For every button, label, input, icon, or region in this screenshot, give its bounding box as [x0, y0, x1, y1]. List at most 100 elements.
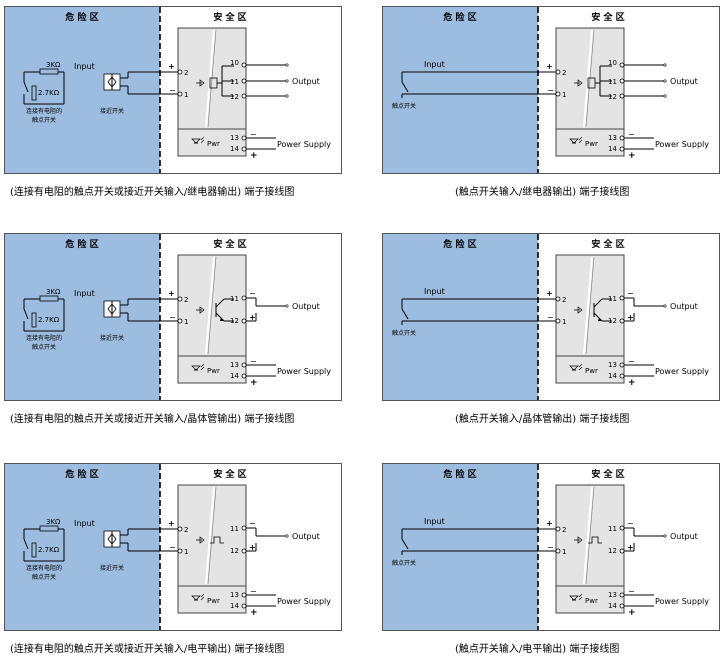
- terminal-10: [241, 62, 247, 68]
- pulse-level-icon: [588, 536, 602, 544]
- power-plus: +: [250, 378, 258, 388]
- terminal-14: [241, 146, 247, 152]
- hazard-zone: [383, 464, 538, 630]
- led-diode: [569, 595, 579, 601]
- contact-switch-label: 触点开关: [392, 559, 416, 567]
- terminal-14: [619, 146, 625, 152]
- terminal-12: [619, 548, 625, 554]
- terminal-11: [619, 295, 625, 301]
- hazard-zone-title: 危 险 区: [64, 11, 98, 23]
- switch-contact: [23, 538, 29, 550]
- input-plus: +: [546, 62, 553, 71]
- output-plus: +: [627, 313, 634, 322]
- wiring-diagram-svg: 危 险 区安 全 区Pwr1314−+Power Supply21+−Input…: [382, 6, 720, 174]
- contact-with-resistor-label-2: 触点开关: [32, 343, 56, 351]
- input-plus: +: [168, 62, 175, 71]
- switch-contact: [401, 538, 409, 550]
- led-diode: [191, 365, 201, 371]
- wire-end-11: [285, 79, 289, 83]
- input-minus: −: [547, 543, 554, 552]
- terminal-12-label: 12: [608, 317, 617, 325]
- output-minus: −: [249, 519, 256, 528]
- terminal-11-label: 11: [230, 78, 239, 86]
- terminal-11: [619, 78, 625, 84]
- output-plus: +: [249, 543, 256, 552]
- terminal-12-label: 12: [230, 547, 239, 555]
- panel-caption-1: (连接有电阻的触点开关或接近开关输入/继电器输出) 端子接线图: [10, 187, 295, 198]
- transistor-collector: [215, 298, 225, 308]
- terminal-13: [619, 362, 625, 368]
- resistor-2k7: [31, 85, 37, 101]
- terminal-1-label: 1: [184, 548, 188, 556]
- terminal-1: [555, 318, 561, 324]
- terminal-2-label: 2: [562, 69, 566, 77]
- output-minus: −: [627, 519, 634, 528]
- resistor-2k7: [31, 542, 37, 558]
- terminal-13: [619, 592, 625, 598]
- power-supply-label: Power Supply: [655, 367, 709, 376]
- terminal-13: [619, 135, 625, 141]
- pwr-label: Pwr: [585, 597, 598, 605]
- terminal-2: [555, 69, 561, 75]
- terminal-1: [177, 548, 183, 554]
- wire-end-12: [663, 94, 667, 98]
- proximity-switch-label: 接近开关: [100, 564, 124, 572]
- terminal-12: [241, 548, 247, 554]
- terminal-2-label: 2: [184, 526, 188, 534]
- output-label: Output: [292, 532, 320, 541]
- output-plus: +: [249, 313, 256, 322]
- safe-zone-title: 安 全 区: [591, 11, 624, 23]
- wire-end-output: [285, 304, 289, 308]
- input-plus: +: [168, 289, 175, 298]
- isolation-barrier-edge: [585, 486, 595, 585]
- terminal-11: [241, 295, 247, 301]
- contact-with-resistor-label-2: 触点开关: [32, 116, 56, 124]
- terminal-12-label: 12: [608, 547, 617, 555]
- safe-zone-title: 安 全 区: [591, 238, 624, 250]
- led-rays: [200, 593, 205, 601]
- terminal-1: [177, 91, 183, 97]
- terminal-13: [241, 362, 247, 368]
- panel-caption-6: (触点开关输入/电平输出) 端子接线图: [455, 644, 620, 655]
- input-minus: −: [169, 313, 176, 322]
- wiring-diagram-svg: 危 险 区安 全 区Pwr1314−+Power Supply21+−3KΩ2.…: [4, 463, 342, 631]
- power-plus: +: [628, 151, 636, 161]
- terminal-1-label: 1: [562, 91, 566, 99]
- terminal-14-label: 14: [608, 602, 617, 610]
- signal-arrow-icon: [574, 306, 583, 314]
- isolation-barrier-edge: [585, 256, 595, 355]
- hazard-zone-title: 危 险 区: [64, 238, 98, 250]
- hazard-zone-title: 危 险 区: [442, 468, 476, 480]
- hazard-zone: [5, 464, 160, 630]
- led-icon: [569, 136, 583, 144]
- hazard-zone-title: 危 险 区: [64, 468, 98, 480]
- wiring-diagram-svg: 危 险 区安 全 区Pwr1314−+Power Supply21+−Input…: [382, 463, 720, 631]
- isolation-barrier: [583, 256, 593, 355]
- power-minus: −: [250, 357, 257, 366]
- output-label: Output: [292, 77, 320, 86]
- terminal-1-label: 1: [562, 318, 566, 326]
- terminal-14-label: 14: [230, 145, 239, 153]
- terminal-12: [241, 93, 247, 99]
- isolation-barrier-edge: [207, 29, 217, 128]
- terminal-11: [241, 525, 247, 531]
- signal-arrow-icon: [574, 536, 583, 544]
- led-rays: [578, 593, 583, 601]
- proximity-sensor-icon: [107, 76, 117, 88]
- terminal-12: [619, 318, 625, 324]
- power-minus: −: [628, 587, 635, 596]
- input-minus: −: [169, 543, 176, 552]
- terminal-14-label: 14: [608, 372, 617, 380]
- terminal-12-label: 12: [230, 317, 239, 325]
- wire-end-output: [285, 534, 289, 538]
- terminal-14: [619, 603, 625, 609]
- input-plus: +: [546, 289, 553, 298]
- pwr-label: Pwr: [585, 140, 598, 148]
- wire-end-11: [663, 79, 667, 83]
- power-plus: +: [628, 378, 636, 388]
